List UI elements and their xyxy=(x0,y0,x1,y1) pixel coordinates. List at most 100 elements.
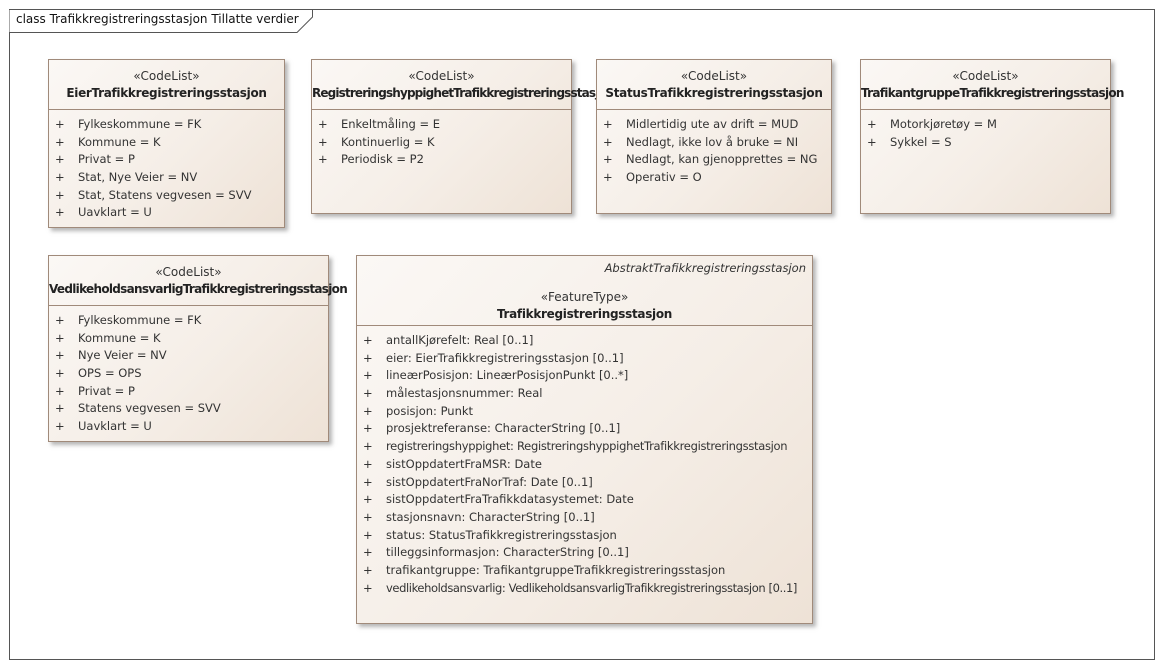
visibility-marker: + xyxy=(363,509,373,524)
attribute-text: stasjonsnavn: CharacterString [0..1] xyxy=(386,509,595,524)
attribute-text: Kommune = K xyxy=(78,134,161,149)
attribute: +Periodisk = P2 xyxy=(312,151,571,169)
class-status[interactable]: «CodeList» StatusTrafikkregistreringssta… xyxy=(596,59,832,214)
attribute: +vedlikeholdsansvarlig: Vedlikeholdsansv… xyxy=(357,580,812,598)
class-eier[interactable]: «CodeList» EierTrafikkregistreringsstasj… xyxy=(48,59,285,228)
attribute-list: +Fylkeskommune = FK +Kommune = K +Nye Ve… xyxy=(49,306,328,436)
visibility-marker: + xyxy=(55,419,65,434)
attribute: + tilleggsinformasjon: CharacterString [0… xyxy=(357,544,812,562)
class-vedlikeholdsansvarlig[interactable]: «CodeList» VedlikeholdsansvarligTrafikkr… xyxy=(48,255,348,442)
attribute-text: eier: EierTrafikkregistreringsstasjon [0… xyxy=(386,350,624,365)
attribute-text: posisjon: Punkt xyxy=(386,403,474,418)
visibility-marker: + xyxy=(363,421,373,436)
visibility-marker: + xyxy=(363,527,373,542)
visibility-marker: + xyxy=(55,401,65,416)
attribute-text: Sykkel = S xyxy=(890,134,952,149)
visibility-marker: + xyxy=(867,134,877,149)
visibility-marker: + xyxy=(363,474,373,489)
visibility-marker: + xyxy=(55,152,65,167)
attribute-text: Fylkeskommune = FK xyxy=(78,117,202,131)
attribute: + målestasjonsnummer: Real xyxy=(357,385,812,403)
class-header: «CodeList» TrafikantgruppeTrafikkregistr… xyxy=(861,60,1124,110)
visibility-marker: + xyxy=(55,313,65,327)
attribute: +Kontinuerlig = K xyxy=(312,134,571,152)
attribute-text: Statens vegvesen = SVV xyxy=(78,401,221,416)
attribute-text: Nedlagt, ikke lov å bruke = NI xyxy=(626,134,799,149)
attribute: + Stat, Statens vegvesen = SVV xyxy=(49,187,284,205)
visibility-marker: + xyxy=(363,350,373,365)
visibility-marker: + xyxy=(318,134,328,149)
attribute: + sistOppdatertFraNorTraf: Date [0..1] xyxy=(357,474,812,492)
attribute: + stasjonsnavn: CharacterString [0..1] xyxy=(357,509,812,527)
class-name: TrafikantgruppeTrafikkregistreringsstasj… xyxy=(861,86,1124,100)
attribute: +Operativ = O xyxy=(597,169,831,187)
attribute-text: OPS = OPS xyxy=(78,366,142,381)
class-header: «CodeList» RegistreringshyppighetTrafikk… xyxy=(312,60,614,110)
attribute: + Motorkjøretøy = M xyxy=(861,116,1110,134)
attribute: + prosjektreferanse: CharacterString [0..… xyxy=(357,420,812,438)
attribute-text: Fylkeskommune = FK xyxy=(78,313,202,327)
attribute-list: +Midlertidig ute av drift = MUD +Nedlagt… xyxy=(597,110,831,187)
visibility-marker: + xyxy=(603,117,613,131)
diagram-frame-tab: class Trafikkregistreringsstasjon Tillat… xyxy=(9,9,313,33)
visibility-marker: + xyxy=(363,562,373,577)
visibility-marker: + xyxy=(55,383,65,398)
visibility-marker: + xyxy=(603,134,613,149)
attribute: + Nye Veier = NV xyxy=(49,347,328,365)
attribute-list: +Fylkeskommune = FK +Kommune = K +Privat… xyxy=(49,110,284,222)
visibility-marker: + xyxy=(363,368,373,383)
attribute-text: Privat = P xyxy=(78,152,135,167)
stereotype: «CodeList» xyxy=(680,69,748,83)
class-header: AbstraktTrafikkregistreringsstasjon «Fea… xyxy=(357,256,812,326)
class-header: «CodeList» StatusTrafikkregistreringssta… xyxy=(597,60,831,110)
attribute-text: Stat, Statens vegvesen = SVV xyxy=(78,187,252,202)
attribute-text: sistOppdatertFraNorTraf: Date [0..1] xyxy=(386,474,593,489)
attribute: +antallKjørefelt: Real [0..1] xyxy=(357,332,812,350)
attribute: + Fylkeskommune = FK xyxy=(49,312,328,330)
attribute: +Kommune = K xyxy=(49,134,284,152)
visibility-marker: + xyxy=(363,545,373,560)
visibility-marker: + xyxy=(363,386,373,401)
visibility-marker: + xyxy=(603,152,613,167)
visibility-marker: + xyxy=(363,439,373,454)
visibility-marker: + xyxy=(55,187,65,202)
class-name: Trafikkregistreringsstasjon xyxy=(496,307,673,321)
class-trafikantgruppe[interactable]: «CodeList» TrafikantgruppeTrafikkregistr… xyxy=(860,59,1124,214)
visibility-marker: + xyxy=(55,348,65,363)
visibility-marker: + xyxy=(363,333,373,347)
attribute: + eier: EierTrafikkregistreringsstasjon [… xyxy=(357,350,812,368)
attribute: + trafikantgruppe: TrafikantgruppeTrafikk… xyxy=(357,562,812,580)
attribute-text: Motorkjøretøy = M xyxy=(890,117,997,131)
class-name: EierTrafikkregistreringsstasjon xyxy=(66,86,267,100)
attribute: + Sykkel = S xyxy=(861,134,1110,152)
visibility-marker: + xyxy=(363,403,373,418)
visibility-marker: + xyxy=(363,492,373,507)
attribute-text: Kommune = K xyxy=(78,330,161,345)
class-name: RegistreringshyppighetTrafikkregistrerin… xyxy=(312,86,614,100)
stereotype: «FeatureType» xyxy=(540,290,629,304)
class-name: VedlikeholdsansvarligTrafikkregistrering… xyxy=(49,282,348,296)
attribute-text: sistOppdatertFraTrafikkdatasystemet: Dat… xyxy=(386,492,634,507)
attribute: + sistOppdatertFraTrafikkdatasystemet: Da… xyxy=(357,491,812,509)
class-registreringshyppighet[interactable]: «CodeList» RegistreringshyppighetTrafikk… xyxy=(311,59,614,214)
attribute: +sistOppdatertFraMSR: Date xyxy=(357,456,812,474)
stereotype: «CodeList» xyxy=(408,69,475,83)
class-trafikkregistreringsstasjon[interactable]: AbstraktTrafikkregistreringsstasjon «Fea… xyxy=(356,255,813,624)
attribute-text: målestasjonsnummer: Real xyxy=(386,386,543,401)
visibility-marker: + xyxy=(363,580,373,595)
attribute-text: Nye Veier = NV xyxy=(78,348,167,363)
attribute-text: tilleggsinformasjon: CharacterString [0.… xyxy=(386,545,629,560)
attribute: +Kommune = K xyxy=(49,330,328,348)
visibility-marker: + xyxy=(867,117,877,131)
attribute: + Privat = P xyxy=(49,383,328,401)
attribute-text: lineærPosisjon: LineærPosisjonPunkt [0..… xyxy=(386,368,629,383)
class-header: «CodeList» VedlikeholdsansvarligTrafikkr… xyxy=(49,256,348,306)
attribute-text: prosjektreferanse: CharacterString [0..1… xyxy=(386,421,621,436)
class-name: StatusTrafikkregistreringsstasjon xyxy=(605,86,823,100)
visibility-marker: + xyxy=(318,117,328,131)
visibility-marker: + xyxy=(55,117,65,131)
attribute-text: trafikantgruppe: TrafikantgruppeTrafikkr… xyxy=(386,562,726,577)
attribute-text: Privat = P xyxy=(78,383,135,398)
attribute: +Stat, Nye Veier = NV xyxy=(49,169,284,187)
diagram-title: class Trafikkregistreringsstasjon Tillat… xyxy=(16,12,299,26)
